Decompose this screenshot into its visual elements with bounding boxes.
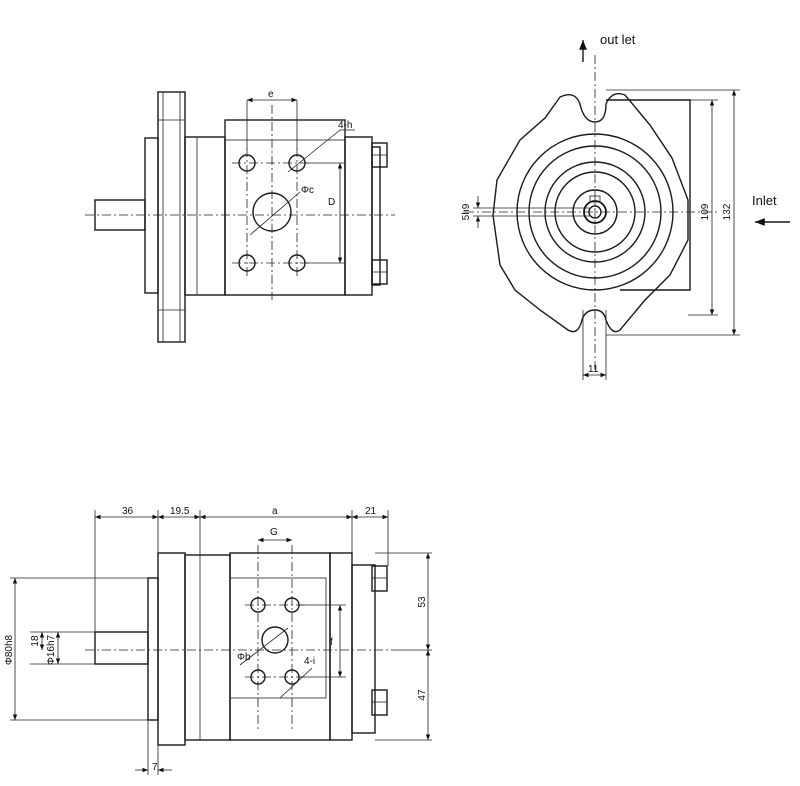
dim-D: D: [328, 197, 335, 208]
dim-f: f: [330, 637, 333, 648]
dim-21: 21: [365, 506, 377, 517]
dim-phi80h8: Φ80h8: [4, 634, 15, 665]
dim-19-5: 19.5: [170, 506, 190, 517]
dim-4h: 4-h: [338, 120, 352, 131]
dim-109: 109: [700, 203, 711, 220]
dim-e: e: [268, 89, 274, 100]
dim-18: 18: [30, 635, 41, 647]
dim-phi-c: Φc: [301, 185, 314, 196]
side-view-bottom: [10, 510, 432, 775]
dim-47: 47: [417, 689, 428, 701]
inlet-label: Inlet: [752, 193, 777, 208]
side-view-top: [85, 91, 395, 343]
dim-11: 11: [588, 364, 599, 375]
dim-a: a: [272, 506, 278, 517]
dim-phi-b: Φb: [237, 652, 251, 663]
outlet-label: out let: [600, 32, 636, 47]
dim-G: G: [270, 527, 278, 538]
dim-36: 36: [122, 506, 134, 517]
dim-5h9: 5h9: [461, 203, 472, 220]
front-view: [465, 40, 790, 380]
dim-7: 7: [152, 762, 158, 773]
dim-132: 132: [722, 203, 733, 220]
dim-4i: 4-i: [304, 656, 315, 667]
dim-phi16h7: Φ16h7: [46, 634, 57, 665]
dim-53: 53: [417, 596, 428, 608]
